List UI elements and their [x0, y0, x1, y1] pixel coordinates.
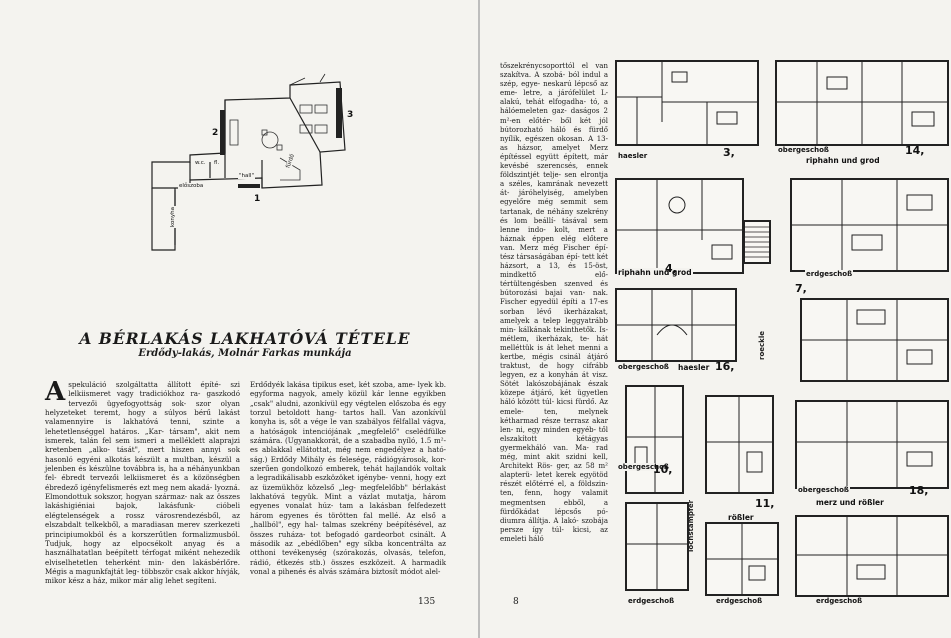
drop-cap: A — [45, 377, 66, 407]
plan-erdgeschoss-1 — [790, 178, 949, 272]
label-3: 3, — [723, 146, 735, 159]
plan-haesler-16 — [615, 288, 737, 362]
label-obergeschoss-3: obergeschoß — [617, 463, 670, 471]
right-column-text: tőszekrénycsoporttól el van szakítva. A … — [500, 62, 608, 543]
label-obergeschoss-2: obergeschoß — [617, 363, 670, 371]
label-rossler: rößler — [727, 513, 755, 522]
label-erdgeschoss-4: erdgeschoß — [815, 597, 864, 605]
label-10: 10, — [653, 463, 673, 476]
plan-erdgeschoss-4 — [795, 515, 949, 597]
article-title: A BÉRLAKÁS LAKHATÓVÁ TÉTELE — [79, 329, 411, 348]
plan-merz-18 — [795, 400, 949, 489]
label-18: 18, — [909, 484, 929, 497]
label-erdgeschoss-3: erdgeschoß — [715, 597, 764, 605]
label-konyha: konyha — [170, 206, 176, 228]
stair-detail — [743, 220, 771, 264]
label-obergeschoss-1: obergeschoß — [777, 146, 830, 154]
label-raeckle: roeckle — [758, 331, 766, 360]
label-fl: fl. — [213, 160, 221, 166]
page-number-left: 135 — [418, 597, 436, 607]
label-erdgeschoss-2: erdgeschoß — [627, 597, 676, 605]
label-haesler: haesler — [617, 152, 649, 160]
label-14: 14, — [905, 144, 925, 157]
column-1-text: spekuláció szolgáltatta állított építé- … — [45, 380, 240, 586]
plan-number-3: 3 — [347, 110, 354, 120]
plan-lochstampfer-10 — [625, 385, 684, 494]
article-column-1: A spekuláció szolgáltatta állított építé… — [45, 377, 240, 586]
page-number-right: 8 — [513, 597, 519, 607]
plan-riphahn-4 — [615, 178, 744, 274]
right-column: tőszekrénycsoporttól el van szakítva. A … — [500, 62, 608, 544]
left-page: konyha előszoba "hall" w.c. fl. fürdő 1 … — [0, 0, 478, 638]
label-7: 7, — [795, 282, 807, 295]
plan-haesler-3 — [615, 60, 759, 146]
label-merz-rossler: merz und rößler — [815, 498, 885, 507]
label-hall: "hall" — [238, 173, 255, 179]
label-16: 16, — [715, 360, 735, 373]
label-haesler-2: haesler — [677, 363, 711, 372]
plan-number-1: 1 — [254, 194, 261, 204]
label-wc: w.c. — [194, 160, 207, 166]
label-riphahn-grod-top: riphahn und grod — [805, 156, 881, 165]
article-subtitle: Erdődy-lakás, Molnár Farkas munkája — [138, 348, 352, 359]
plan-rossler-11 — [705, 395, 774, 494]
article-column-2: Erdődyék lakása tipikus eset, két szoba,… — [250, 380, 446, 576]
label-obergeschoss-4: obergeschoß — [797, 486, 850, 494]
plan-number-2: 2 — [212, 128, 219, 138]
label-4: 4, — [665, 262, 677, 275]
plan-riphahn-14 — [775, 60, 949, 146]
floor-plan-svg — [151, 73, 346, 251]
plan-roeckle-7 — [800, 298, 949, 382]
gutter — [478, 0, 480, 638]
plan-erdgeschoss-3 — [705, 522, 779, 596]
floor-plan-grid: haesler 3, obergeschoß 14, riphahn und g… — [615, 60, 949, 620]
floor-plan-drawing: konyha előszoba "hall" w.c. fl. fürdő 1 … — [150, 70, 360, 260]
plan-erdgeschoss-2 — [625, 502, 689, 591]
column-2-text: Erdődyék lakása tipikus eset, két szoba,… — [250, 380, 446, 576]
label-riphahn-grod: riphahn und grod — [617, 268, 693, 277]
label-erdgeschoss-1: erdgeschoß — [805, 270, 854, 278]
label-11: 11, — [755, 497, 775, 510]
label-eloszoba: előszoba — [178, 183, 205, 189]
right-page: tőszekrénycsoporttól el van szakítva. A … — [480, 0, 951, 638]
